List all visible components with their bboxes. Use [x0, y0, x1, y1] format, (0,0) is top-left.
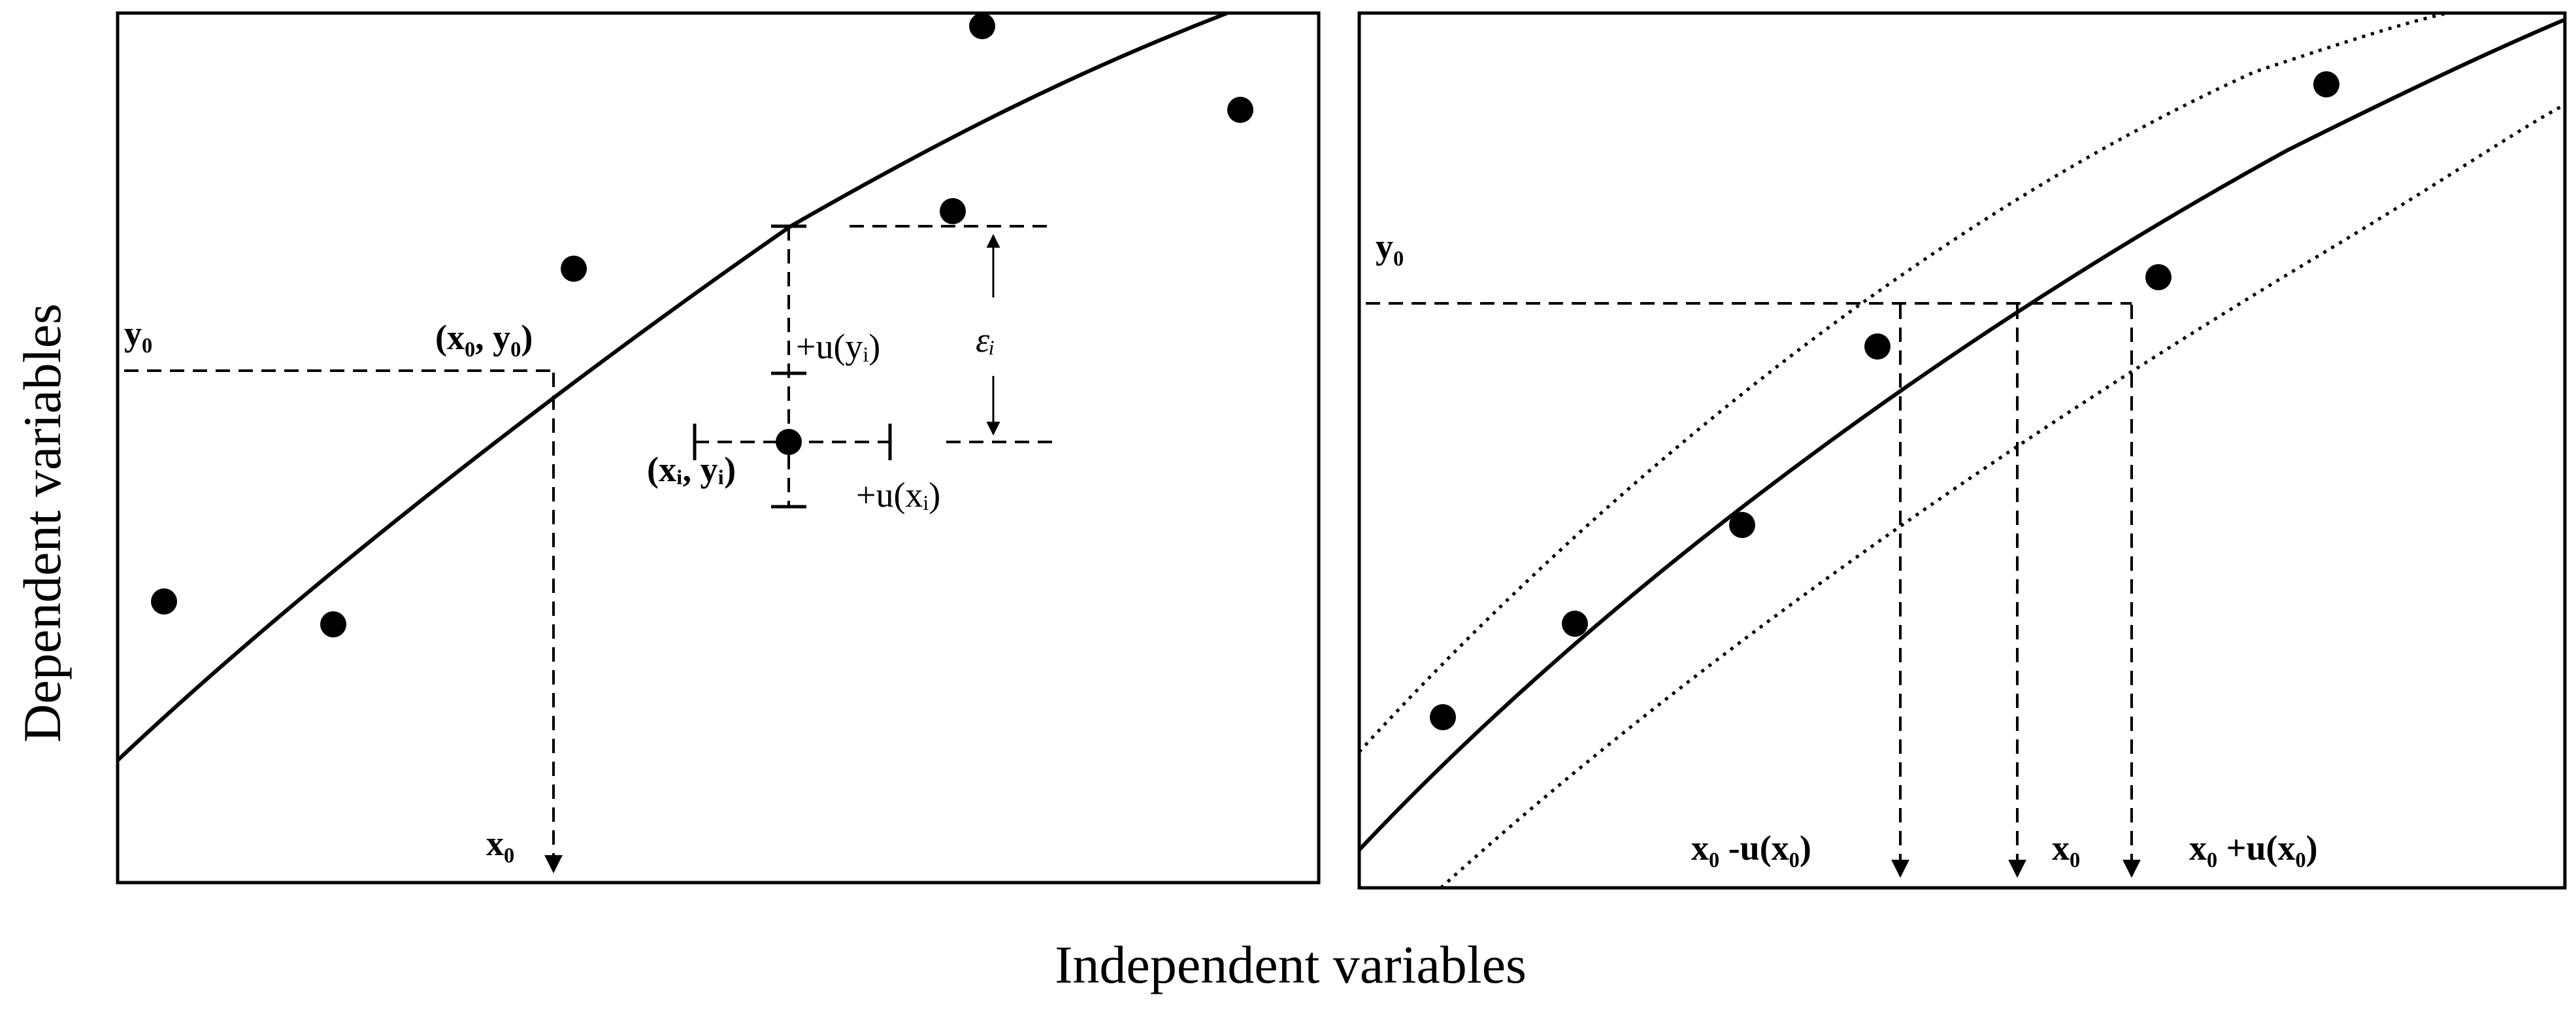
right-data-point [1430, 704, 1456, 730]
right-data-point [1729, 512, 1755, 538]
y-axis-title: Dependent variables [12, 303, 72, 743]
left-data-point [969, 13, 995, 39]
left-data-point [561, 256, 587, 282]
right-fitted-curve [1357, 18, 2566, 852]
left-panel: y₀ (x₀, y₀) x₀ (xᵢ, yᵢ) +u(yᵢ) +u(xᵢ) εᵢ [116, 11, 1321, 885]
left-label-u-xi: +u(xᵢ) [856, 475, 940, 515]
left-data-point [151, 588, 177, 615]
x-axis-title: Independent variables [1055, 935, 1527, 994]
right-label-x0-plus: x₀ +u(x₀) [2189, 828, 2318, 868]
right-label-x0: x₀ [2052, 828, 2080, 868]
right-data-point [2145, 264, 2171, 290]
left-label-x0: x₀ [486, 824, 514, 863]
left-label-eps: εᵢ [976, 320, 995, 360]
left-data-point [1227, 97, 1253, 123]
right-label-x0-minus: x₀ -u(x₀) [1691, 828, 1811, 868]
right-panel-frame [1357, 11, 2567, 890]
left-panel-frame [116, 11, 1321, 885]
right-data-point [1864, 333, 1891, 360]
right-data-point [2313, 71, 2339, 97]
left-fitted-curve [116, 11, 1229, 762]
left-data-point [320, 611, 346, 637]
left-label-y0: y₀ [124, 314, 152, 353]
left-label-point-x0y0: (x₀, y₀) [435, 318, 533, 357]
right-label-y0: y₀ [1376, 227, 1404, 266]
right-panel: y₀ x₀ -u(x₀) x₀ x₀ +u(x₀) [1357, 11, 2567, 890]
left-label-point-xiyi: (xᵢ, yᵢ) [647, 450, 736, 489]
left-data-point [940, 198, 966, 224]
left-label-u-yi: +u(yᵢ) [796, 327, 880, 366]
right-lower-band [1440, 103, 2566, 889]
right-data-point [1562, 611, 1588, 637]
right-upper-band [1358, 11, 2448, 753]
